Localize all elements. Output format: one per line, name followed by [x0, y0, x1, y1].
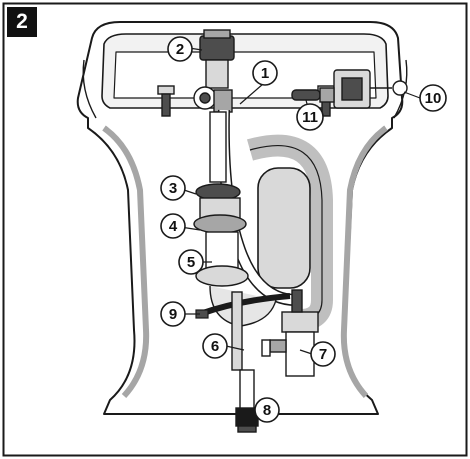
inlet-valve	[193, 29, 235, 113]
callout-9-label: 9	[169, 306, 177, 323]
callout-1: 1	[252, 60, 278, 86]
callout-6: 6	[202, 333, 228, 359]
callout-10-label: 10	[425, 90, 442, 107]
callout-3: 3	[160, 175, 186, 201]
flush-coupling-stack	[193, 111, 277, 327]
callout-11-label: 11	[302, 109, 318, 126]
callout-6-label: 6	[211, 338, 219, 355]
callout-4: 4	[160, 213, 186, 239]
right-connector	[291, 69, 408, 109]
valve-assembly	[261, 289, 319, 377]
callout-5: 5	[178, 249, 204, 275]
callout-9: 9	[160, 301, 186, 327]
callout-11: 11	[296, 103, 324, 131]
drain-pipe	[231, 291, 259, 433]
callout-10: 10	[419, 84, 447, 112]
callout-7: 7	[310, 341, 336, 367]
callout-1-label: 1	[261, 65, 269, 82]
callout-2-label: 2	[176, 41, 184, 58]
callout-7-label: 7	[319, 346, 327, 363]
callout-2: 2	[167, 36, 193, 62]
panel-number-badge: 2	[7, 7, 37, 37]
callout-8: 8	[254, 397, 280, 423]
callout-8-label: 8	[263, 402, 271, 419]
callout-3-label: 3	[169, 180, 177, 197]
callout-5-label: 5	[187, 254, 195, 271]
callout-4-label: 4	[169, 218, 178, 235]
